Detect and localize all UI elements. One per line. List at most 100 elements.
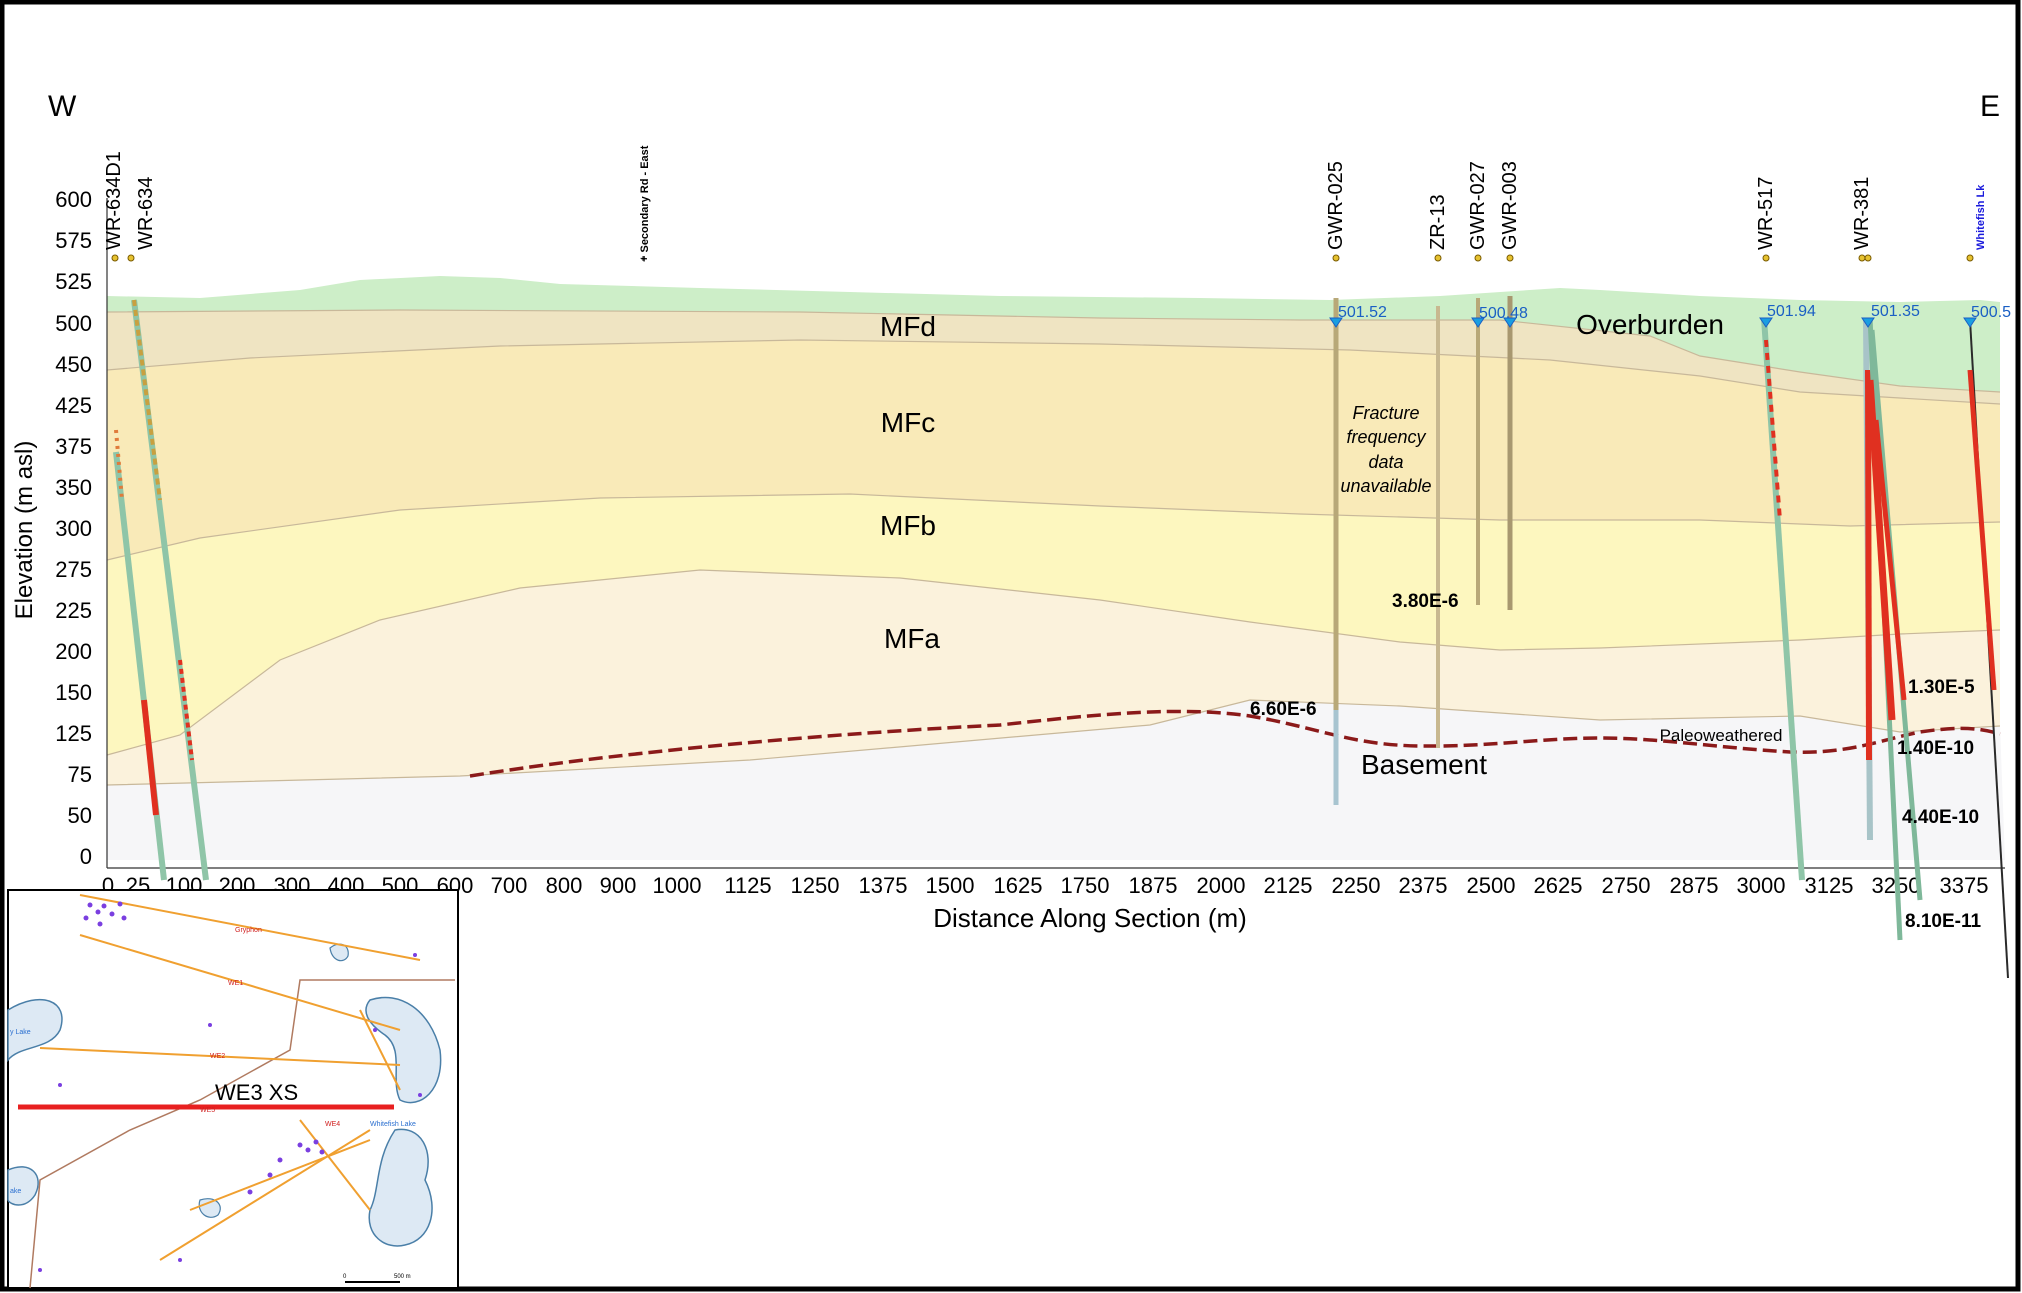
water-level-marker	[1861, 317, 1875, 328]
x-tick-label: 2250	[1332, 873, 1381, 898]
section-lines	[39, 894, 421, 1261]
collar-marker	[1858, 254, 1866, 262]
inset-map: WE3 XS Gryphon WE1 WE2 WE4 WE5 Whitefish…	[7, 889, 459, 1289]
collar-marker	[1762, 254, 1770, 262]
inset-drill-points	[38, 901, 422, 1272]
drill-point	[117, 901, 123, 907]
layer-mfc	[107, 340, 2000, 560]
x-tick-label: 2625	[1534, 873, 1583, 898]
x-tick-label: 1875	[1129, 873, 1178, 898]
lake-shape	[7, 998, 63, 1063]
lake-shape	[365, 996, 442, 1104]
property-boundary	[29, 979, 455, 1289]
drill-point	[178, 1258, 182, 1262]
x-tick-label: 3375	[1940, 873, 1989, 898]
inset-line-label: WE5	[200, 1107, 215, 1114]
water-level-marker	[1471, 317, 1485, 328]
well-label-wr634d1: WR-634D1	[103, 151, 125, 250]
unit-label-mfa: MFa	[884, 623, 940, 654]
water-levels: 501.52 500.48 501.94 501.35 500.5	[1329, 303, 2011, 328]
drill-point	[373, 1028, 377, 1032]
water-level-marker	[1759, 317, 1773, 328]
drill-point	[95, 909, 101, 915]
lake-shape	[368, 1128, 433, 1247]
x-tick-label: 3125	[1805, 873, 1854, 898]
collar-marker	[1434, 254, 1442, 262]
drill-point	[83, 915, 89, 921]
k-value-label: 3.80E-6	[1392, 591, 1459, 612]
drill-point	[319, 1149, 325, 1155]
fracture-note-line: unavailable	[1340, 476, 1431, 496]
y-tick-label: 300	[55, 516, 92, 541]
y-tick-label: 0	[80, 844, 92, 869]
water-level-value: 500.5	[1971, 304, 2011, 321]
inset-place-labels: Whitefish Lake y Lake ake	[10, 1029, 416, 1195]
water-level-marker	[1963, 317, 1977, 328]
inset-we3-label: WE3 XS	[215, 1080, 298, 1105]
y-tick-label: 350	[55, 475, 92, 500]
unit-label-mfb: MFb	[880, 510, 936, 541]
k-value-label: 6.60E-6	[1250, 699, 1317, 720]
west-label: W	[48, 90, 77, 123]
drill-point	[97, 921, 103, 927]
y-tick-label: 200	[55, 639, 92, 664]
x-tick-label: 1375	[859, 873, 908, 898]
collar-marker	[1506, 254, 1514, 262]
scale-label: 500 m	[394, 1274, 411, 1280]
fracture-note-line: data	[1368, 452, 1403, 472]
collar-marker	[111, 254, 119, 262]
boreholes	[113, 296, 2009, 979]
well-label-wr381: WR-381	[1851, 177, 1873, 250]
geologic-layers	[106, 276, 2005, 860]
well-label-wr517: WR-517	[1755, 177, 1777, 250]
drill-point	[267, 1172, 273, 1178]
fracture-note-line: frequency	[1346, 427, 1426, 447]
water-level-value: 501.52	[1338, 304, 1387, 321]
y-tick-label: 600	[55, 187, 92, 212]
unit-label-overburden: Overburden	[1576, 309, 1724, 340]
unit-label-basement: Basement	[1361, 749, 1487, 780]
water-level-marker	[1329, 317, 1343, 328]
well-label-wr634: WR-634	[135, 177, 157, 250]
cross-marker: +	[640, 254, 646, 265]
well-collars	[111, 254, 1974, 262]
x-tick-label: 1125	[724, 873, 771, 898]
inset-line-labels: Gryphon WE1 WE2 WE4 WE5	[200, 927, 340, 1128]
borehole-wr634d1-hk	[141, 699, 159, 816]
y-tick-label: 150	[55, 680, 92, 705]
collar-marker	[1864, 254, 1872, 262]
unconformity-line	[469, 709, 2001, 778]
fracture-note-line: Fracture	[1352, 403, 1419, 423]
y-tick-group: 600 575 525 500 450 425 375 350 300 275 …	[55, 187, 92, 869]
east-label: E	[1980, 90, 2000, 123]
drill-point	[297, 1142, 303, 1148]
water-level-marker	[1503, 317, 1517, 328]
drill-point	[58, 1083, 62, 1087]
unit-label-mfc: MFc	[881, 407, 935, 438]
drill-point	[87, 902, 93, 908]
layer-mfa	[107, 570, 2000, 785]
drill-point	[247, 1189, 253, 1195]
drill-point	[418, 1093, 422, 1097]
x-tick-label: 2875	[1670, 873, 1719, 898]
water-level-value: 501.35	[1871, 303, 1920, 320]
x-tick-label: 900	[600, 873, 637, 898]
x-tick-label: 2500	[1467, 873, 1516, 898]
y-tick-label: 75	[68, 762, 92, 787]
k-value-label: 1.40E-10	[1897, 738, 1974, 759]
x-tick-label: 2000	[1197, 873, 1246, 898]
y-tick-label: 125	[55, 721, 92, 746]
well-label-gwr025: GWR-025	[1325, 161, 1347, 250]
collar-marker	[1332, 254, 1340, 262]
k-value-label: 4.40E-10	[1902, 807, 1979, 828]
collar-marker	[1474, 254, 1482, 262]
drill-point	[413, 953, 417, 957]
layer-mfd	[107, 310, 2000, 404]
y-tick-label: 575	[55, 228, 92, 253]
inset-line-label: WE2	[210, 1053, 225, 1060]
x-tick-label: 2125	[1264, 873, 1313, 898]
inset-place-label: y Lake	[10, 1029, 31, 1036]
y-tick-label: 275	[55, 557, 92, 582]
